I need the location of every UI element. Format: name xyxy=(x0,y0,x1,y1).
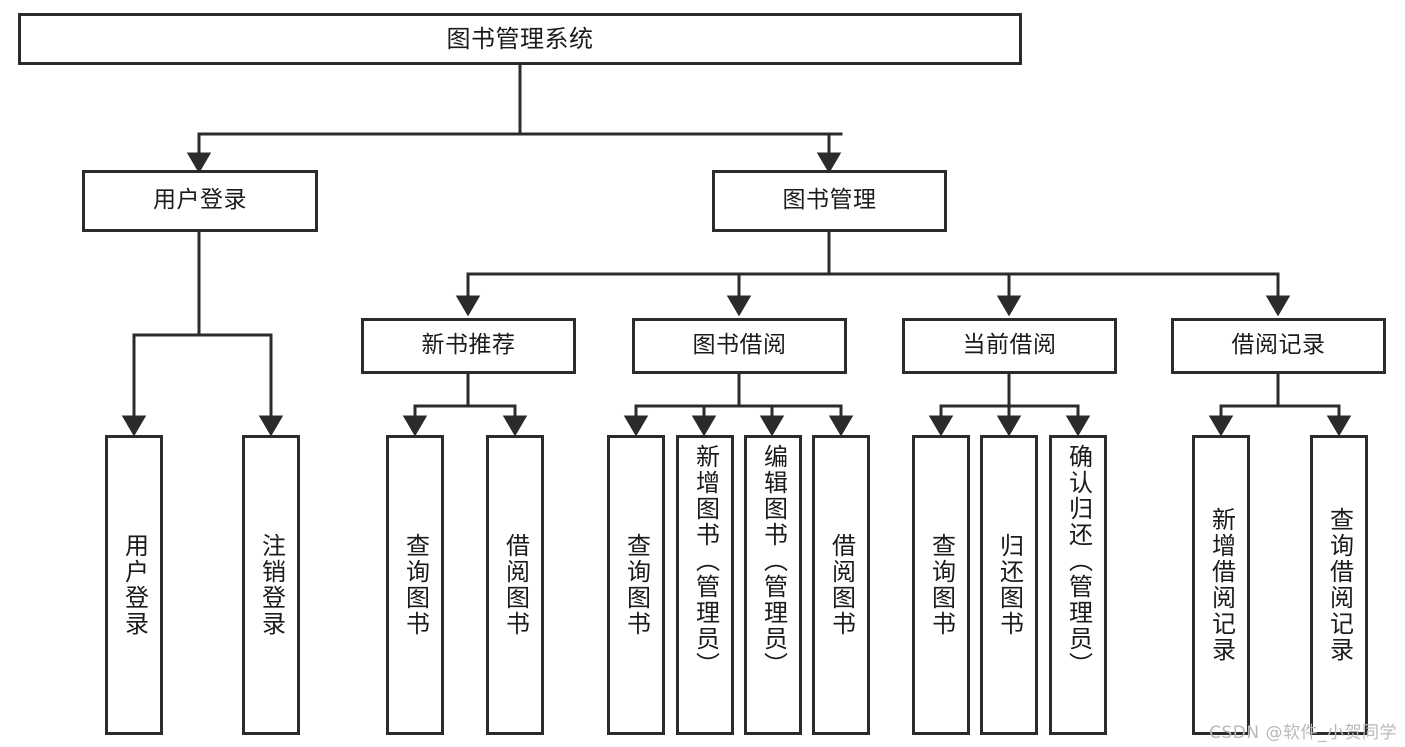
node-leaf-return-book-label: 归还图书 xyxy=(995,533,1024,637)
node-leaf-query-record[interactable]: 查询借阅记录 xyxy=(1310,435,1368,735)
node-leaf-confirm-return-label: 确认归还（管理员） xyxy=(1064,444,1093,678)
node-leaf-logout[interactable]: 注销登录 xyxy=(242,435,300,735)
node-leaf-query-record-label: 查询借阅记录 xyxy=(1325,507,1354,663)
node-leaf-add-book[interactable]: 新增图书（管理员） xyxy=(676,435,734,735)
node-leaf-return-book[interactable]: 归还图书 xyxy=(980,435,1038,735)
node-leaf-borrow-book-2[interactable]: 借阅图书 xyxy=(812,435,870,735)
node-leaf-query-book-1-label: 查询图书 xyxy=(401,533,430,637)
node-leaf-query-book-2[interactable]: 查询图书 xyxy=(607,435,665,735)
node-leaf-query-book-1[interactable]: 查询图书 xyxy=(386,435,444,735)
node-book-borrow-label: 图书借阅 xyxy=(692,332,787,359)
node-leaf-borrow-book-1[interactable]: 借阅图书 xyxy=(486,435,544,735)
node-leaf-add-record[interactable]: 新增借阅记录 xyxy=(1192,435,1250,735)
watermark: CSDN @软件_小贺同学 xyxy=(1209,723,1397,743)
node-new-book-rec-label: 新书推荐 xyxy=(421,332,516,359)
node-leaf-query-book-2-label: 查询图书 xyxy=(622,533,651,637)
node-new-book-rec[interactable]: 新书推荐 xyxy=(361,318,576,374)
node-leaf-add-book-label: 新增图书（管理员） xyxy=(691,444,720,678)
node-book-manage-label: 图书管理 xyxy=(782,187,877,214)
node-leaf-add-record-label: 新增借阅记录 xyxy=(1207,507,1236,663)
node-borrow-record[interactable]: 借阅记录 xyxy=(1171,318,1386,374)
node-user-login-label: 用户登录 xyxy=(153,187,247,214)
node-user-login[interactable]: 用户登录 xyxy=(82,170,318,232)
node-leaf-borrow-book-2-label: 借阅图书 xyxy=(827,533,856,637)
node-root-label: 图书管理系统 xyxy=(446,24,594,53)
node-book-manage[interactable]: 图书管理 xyxy=(712,170,947,232)
node-leaf-logout-label: 注销登录 xyxy=(257,533,286,637)
node-leaf-edit-book-label: 编辑图书（管理员） xyxy=(759,444,788,678)
node-leaf-confirm-return[interactable]: 确认归还（管理员） xyxy=(1049,435,1107,735)
node-leaf-borrow-book-1-label: 借阅图书 xyxy=(501,533,530,637)
node-leaf-query-book-3-label: 查询图书 xyxy=(927,533,956,637)
node-book-borrow[interactable]: 图书借阅 xyxy=(632,318,847,374)
node-borrow-record-label: 借阅记录 xyxy=(1231,332,1326,359)
node-leaf-edit-book[interactable]: 编辑图书（管理员） xyxy=(744,435,802,735)
node-leaf-user-login-label: 用户登录 xyxy=(120,533,149,637)
node-current-borrow-label: 当前借阅 xyxy=(962,332,1057,359)
node-root[interactable]: 图书管理系统 xyxy=(18,13,1022,65)
node-leaf-user-login[interactable]: 用户登录 xyxy=(105,435,163,735)
node-current-borrow[interactable]: 当前借阅 xyxy=(902,318,1117,374)
node-leaf-query-book-3[interactable]: 查询图书 xyxy=(912,435,970,735)
